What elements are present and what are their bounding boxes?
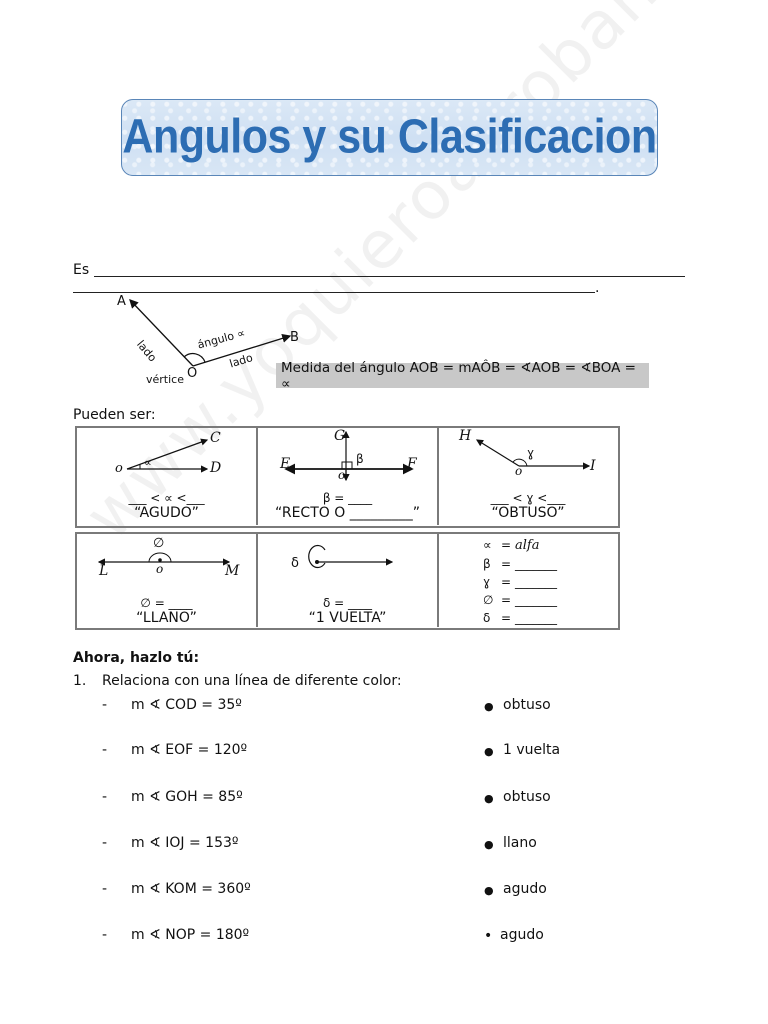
recto-vertex: o [338, 468, 346, 482]
angle-types-row-2: ∅ L M o ∅ = ____ “LLANO” δ δ = ____ “1 V… [75, 532, 620, 630]
bullet-icon: ● [484, 745, 494, 758]
legend-row-gamma: ɣ=_______ [483, 575, 557, 589]
recto-relation: β = ____ [322, 491, 373, 505]
left-item-cod[interactable]: m ∢ COD = 35º [131, 697, 242, 713]
llano-relation: ∅ = ____ [140, 596, 193, 610]
recto-label: “RECTO O _________” [275, 505, 420, 521]
agudo-point-c: C [210, 430, 221, 446]
right-item-agudo-2[interactable]: agudo [500, 927, 544, 943]
obtuso-point-h: H [459, 428, 472, 444]
cell-llano: ∅ L M o ∅ = ____ “LLANO” [77, 534, 258, 627]
legend-row-phi: ∅=_______ [483, 593, 557, 607]
cell-obtuso: H I o ɣ ___ < ɣ <___ “OBTUSO” [439, 428, 617, 525]
left-item-nop[interactable]: m ∢ NOP = 180º [131, 927, 250, 943]
right-item-llano[interactable]: llano [503, 835, 537, 851]
angle-diagram [129, 299, 292, 367]
obtuso-diagram [475, 439, 591, 470]
left-item-dash: - [102, 789, 108, 805]
agudo-relation: ___ < ∝ <___ [128, 491, 205, 505]
point-o-label: O [187, 366, 198, 381]
definition-blank-1[interactable] [94, 276, 685, 277]
bullet-icon: ● [484, 792, 494, 805]
vuelta-relation: δ = ____ [322, 596, 373, 610]
obtuso-vertex: o [515, 464, 523, 478]
point-a-label: A [117, 294, 126, 309]
left-item-dash: - [102, 742, 108, 758]
exercise-heading: Ahora, hazlo tú: [73, 650, 200, 666]
cell-vuelta: δ δ = ____ “1 VUELTA” [258, 534, 439, 627]
obtuso-label: “OBTUSO” [491, 505, 565, 521]
recto-symbol: β [356, 452, 364, 466]
point-b-label: B [290, 330, 299, 345]
recto-point-g: G [334, 428, 346, 444]
definition-end: . [595, 280, 600, 296]
obtuso-symbol: ɣ [527, 446, 535, 460]
cell-agudo: o C D ∝ ___ < ∝ <___ “AGUDO” [77, 428, 258, 525]
llano-point-l: L [99, 563, 109, 579]
left-item-dash: - [102, 835, 108, 851]
right-item-obtuso[interactable]: obtuso [503, 697, 551, 713]
obtuso-point-i: I [590, 458, 596, 474]
left-item-ioj[interactable]: m ∢ IOJ = 153º [131, 835, 239, 851]
agudo-diagram [126, 438, 209, 473]
bullet-icon: ● [484, 838, 494, 851]
exercise-number: 1. [73, 673, 87, 689]
llano-symbol: ∅ [153, 536, 165, 551]
llano-point-m: M [225, 563, 240, 579]
legend-row-beta: β=_______ [483, 557, 557, 571]
measure-notation-text: Medida del ángulo AOB = mAÔB = ∢AOB = ∢B… [281, 359, 636, 392]
pueden-ser-label: Pueden ser: [73, 407, 156, 423]
vuelta-label: “1 VUELTA” [308, 610, 387, 626]
right-item-1-vuelta[interactable]: 1 vuelta [503, 742, 561, 758]
agudo-point-d: D [210, 460, 222, 476]
llano-vertex: o [156, 562, 164, 576]
left-item-kom[interactable]: m ∢ KOM = 360º [131, 881, 251, 897]
recto-diagram [284, 430, 414, 482]
bullet-icon: ● [484, 700, 494, 713]
recto-point-e: E [280, 456, 291, 472]
right-item-agudo[interactable]: agudo [503, 881, 547, 897]
left-item-goh[interactable]: m ∢ GOH = 85º [131, 789, 243, 805]
left-item-dash: - [102, 697, 108, 713]
definition-blank-2[interactable] [73, 292, 595, 293]
llano-diagram [97, 552, 231, 566]
agudo-symbol: ∝ [144, 456, 152, 469]
angle-types-row-1: o C D ∝ ___ < ∝ <___ “AGUDO” G E F o β β… [75, 426, 620, 528]
obtuso-relation: ___ < ɣ <___ [490, 491, 566, 505]
exercise-instruction: Relaciona con una línea de diferente col… [102, 673, 402, 689]
legend-row-alfa: ∝=alfa [483, 538, 540, 553]
cell-greek-legend: ∝=alfa β=_______ ɣ=_______ ∅=_______ δ=_… [439, 534, 617, 627]
left-item-eof[interactable]: m ∢ EOF = 120º [131, 742, 248, 758]
recto-point-f: F [407, 456, 417, 472]
bullet-icon: • [484, 928, 493, 944]
definition-prefix: Es [73, 262, 90, 278]
agudo-vertex: o [115, 461, 123, 476]
page-title: Angulos y su Clasificacion [122, 110, 657, 164]
agudo-label: “AGUDO” [134, 505, 199, 521]
right-item-obtuso-2[interactable]: obtuso [503, 789, 551, 805]
greek-legend: ∝=alfa β=_______ ɣ=_______ ∅=_______ δ=_… [483, 536, 557, 627]
title-banner: Angulos y su Clasificacion [121, 99, 658, 176]
left-item-dash: - [102, 927, 108, 943]
cell-recto: G E F o β β = ____ “RECTO O _________” [258, 428, 439, 525]
legend-row-delta: δ=_______ [483, 611, 557, 625]
bullet-icon: ● [484, 884, 494, 897]
llano-label: “LLANO” [136, 610, 197, 626]
vertex-label: vértice [146, 373, 184, 386]
left-item-dash: - [102, 881, 108, 897]
vuelta-diagram [308, 544, 394, 569]
vuelta-symbol: δ [291, 556, 299, 571]
measure-notation-box: Medida del ángulo AOB = mAÔB = ∢AOB = ∢B… [276, 360, 649, 392]
